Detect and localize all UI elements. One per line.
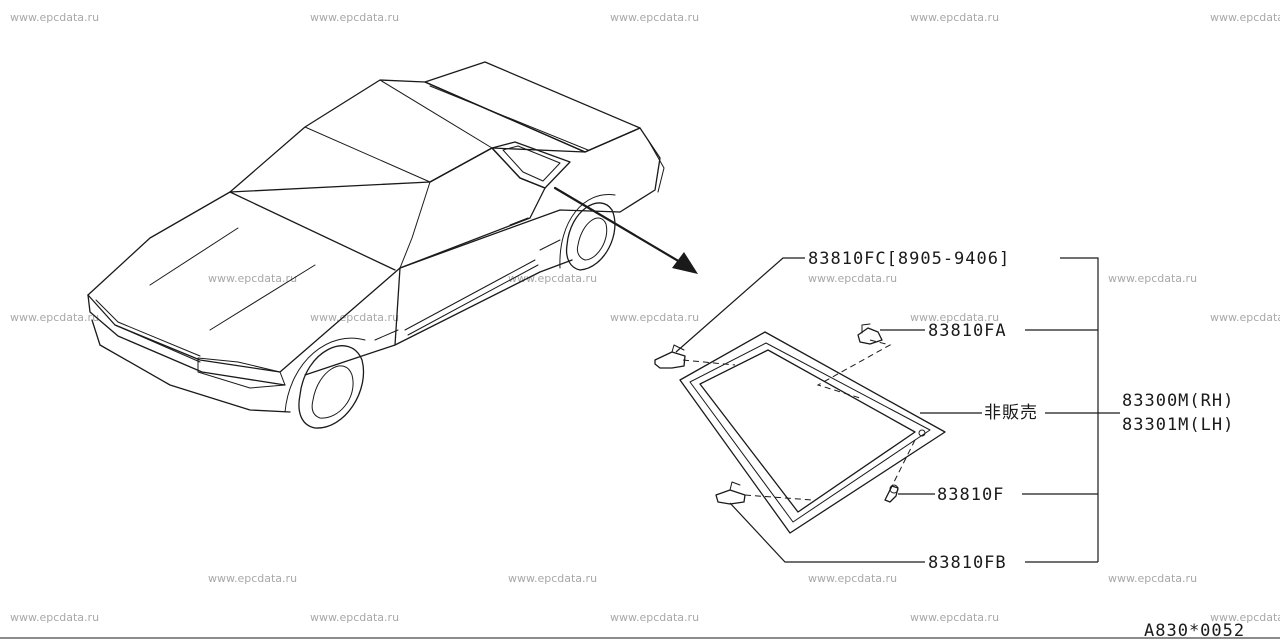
watermark: www.epcdata.ru	[508, 572, 597, 585]
rear-wheel	[565, 202, 616, 271]
watermark: www.epcdata.ru	[610, 311, 699, 324]
callout-labels: 83810FC[8905-9406] 83810FA 非販売 83300M(RH…	[808, 249, 1234, 573]
watermark: www.epcdata.ru	[208, 272, 297, 285]
not-for-sale-label: 非販売	[984, 403, 1038, 423]
watermark: www.epcdata.ru	[910, 611, 999, 624]
clip-fb	[715, 489, 746, 505]
watermark: www.epcdata.ru	[808, 272, 897, 285]
watermark: www.epcdata.ru	[310, 11, 399, 24]
part-label-83810f: 83810F	[937, 485, 1004, 505]
watermark: www.epcdata.ru	[10, 311, 99, 324]
watermark: www.epcdata.ru	[1210, 311, 1280, 324]
part-label-83300m-rh: 83300M(RH)	[1122, 391, 1234, 411]
watermark: www.epcdata.ru	[1108, 572, 1197, 585]
watermark: www.epcdata.ru	[1210, 11, 1280, 24]
drawing-code: A830*0052	[1144, 621, 1245, 640]
part-label-83810fb: 83810FB	[928, 553, 1007, 573]
watermark: www.epcdata.ru	[808, 572, 897, 585]
watermark: www.epcdata.ru	[1210, 611, 1280, 624]
clip-fc	[654, 351, 686, 369]
watermark: www.epcdata.ru	[10, 611, 99, 624]
part-label-83301m-lh: 83301M(LH)	[1122, 415, 1234, 435]
car-illustration	[87, 61, 665, 429]
watermark: www.epcdata.ru	[910, 11, 999, 24]
watermark: www.epcdata.ru	[508, 272, 597, 285]
part-label-83810fc: 83810FC[8905-9406]	[808, 249, 1010, 269]
clip-f	[884, 485, 899, 503]
watermark: www.epcdata.ru	[910, 311, 999, 324]
watermark: www.epcdata.ru	[10, 11, 99, 24]
clip-fa	[857, 327, 883, 345]
watermark-layer: www.epcdata.ru www.epcdata.ru www.epcdat…	[10, 11, 1280, 624]
watermark: www.epcdata.ru	[610, 11, 699, 24]
leader-lines	[675, 257, 1120, 563]
glass-frame-outer	[679, 331, 946, 534]
watermark: www.epcdata.ru	[610, 611, 699, 624]
part-label-83810fa: 83810FA	[928, 321, 1007, 341]
front-wheel	[298, 345, 365, 429]
watermark: www.epcdata.ru	[1108, 272, 1197, 285]
watermark: www.epcdata.ru	[208, 572, 297, 585]
quarter-glass-assembly	[654, 323, 946, 534]
watermark: www.epcdata.ru	[310, 311, 399, 324]
pointer-arrow	[553, 186, 698, 274]
watermark: www.epcdata.ru	[310, 611, 399, 624]
glass-pane	[699, 349, 916, 513]
